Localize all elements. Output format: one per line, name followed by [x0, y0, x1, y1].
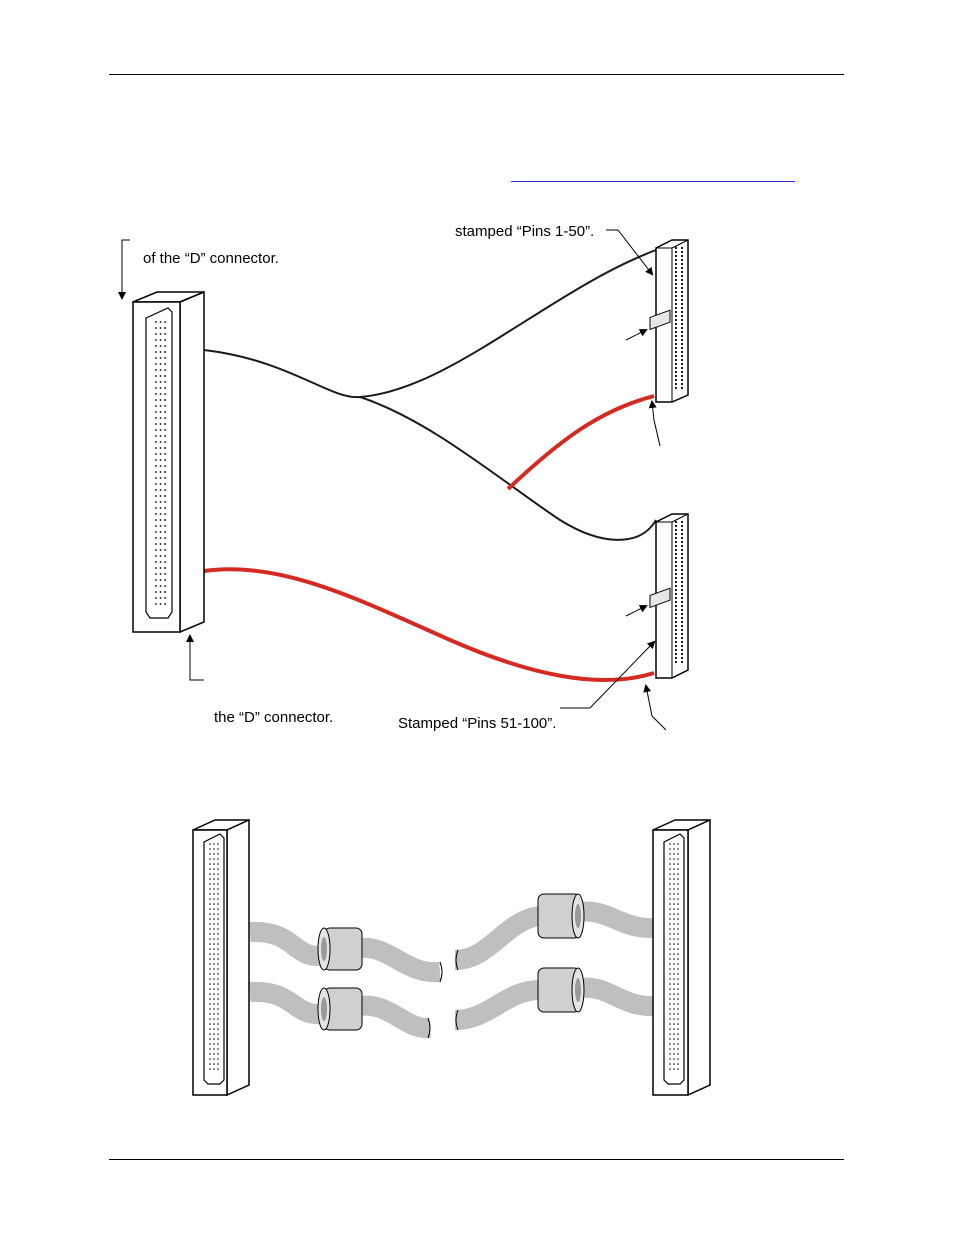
- cable-left: [249, 921, 441, 1039]
- leader-key-2: [625, 605, 648, 617]
- leader-pins-1-50: [606, 229, 654, 276]
- d-connector-bottom-right: [652, 818, 711, 1097]
- black-wire-lower: [359, 396, 657, 541]
- red-wire-upper: [506, 394, 655, 491]
- cable-right: [454, 901, 657, 1030]
- leader-top-left: [118, 239, 130, 300]
- ferrite-left-lower: [317, 987, 363, 1031]
- cable-break-marks: [427, 949, 459, 1039]
- ferrite-left-upper: [317, 927, 363, 971]
- black-wire-upper: [203, 249, 657, 399]
- d-connector-top: [132, 290, 205, 634]
- leader-red-1: [648, 400, 661, 447]
- lower-left-note: the “D” connector.: [214, 709, 334, 726]
- leader-key-1: [625, 329, 648, 341]
- leader-pins-51-100: [560, 640, 656, 709]
- ferrite-right-lower: [537, 967, 585, 1013]
- hyperlink-underline[interactable]: [511, 181, 795, 182]
- red-wire-lower: [203, 567, 655, 683]
- lower-right-note: Stamped “Pins 51-100”.: [398, 715, 557, 732]
- idc-connector-1: [649, 239, 689, 403]
- upper-right-note: stamped “Pins 1-50”.: [455, 223, 595, 240]
- leader-bottom-left: [186, 634, 204, 681]
- footer-rule: [109, 1159, 844, 1160]
- leader-red-2: [643, 684, 667, 731]
- d-connector-bottom-left: [192, 818, 250, 1097]
- upper-left-note: of the “D” connector.: [143, 250, 279, 267]
- header-rule: [109, 74, 844, 75]
- ferrite-right-upper: [537, 893, 585, 939]
- idc-connector-2: [649, 513, 689, 679]
